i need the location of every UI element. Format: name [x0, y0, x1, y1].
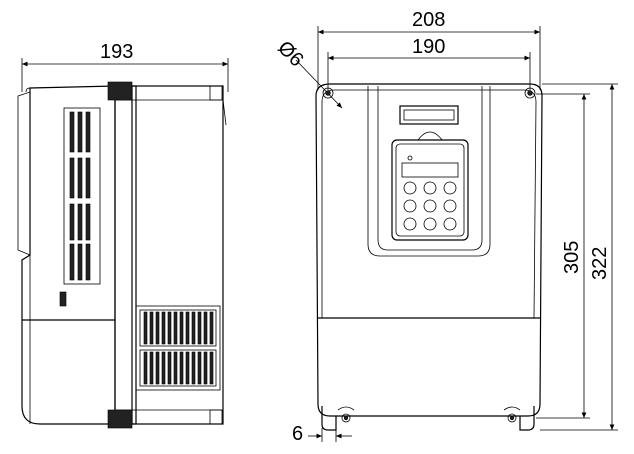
front-outer-width-label: 208: [412, 9, 445, 31]
side-width-label: 193: [100, 41, 133, 63]
side-vents-lower: [135, 305, 221, 391]
front-inner-width-label: 190: [412, 36, 445, 58]
side-vents-upper: [63, 107, 101, 285]
hole-diameter-label: Ø6: [273, 37, 307, 71]
keypad-buttons: [403, 181, 457, 231]
side-view: 193: [17, 41, 229, 429]
foot-width-label: 6: [292, 423, 303, 445]
front-view: 208 190 Ø6: [273, 9, 618, 445]
total-height-label: 322: [589, 247, 611, 280]
mount-height-label: 305: [561, 241, 583, 274]
